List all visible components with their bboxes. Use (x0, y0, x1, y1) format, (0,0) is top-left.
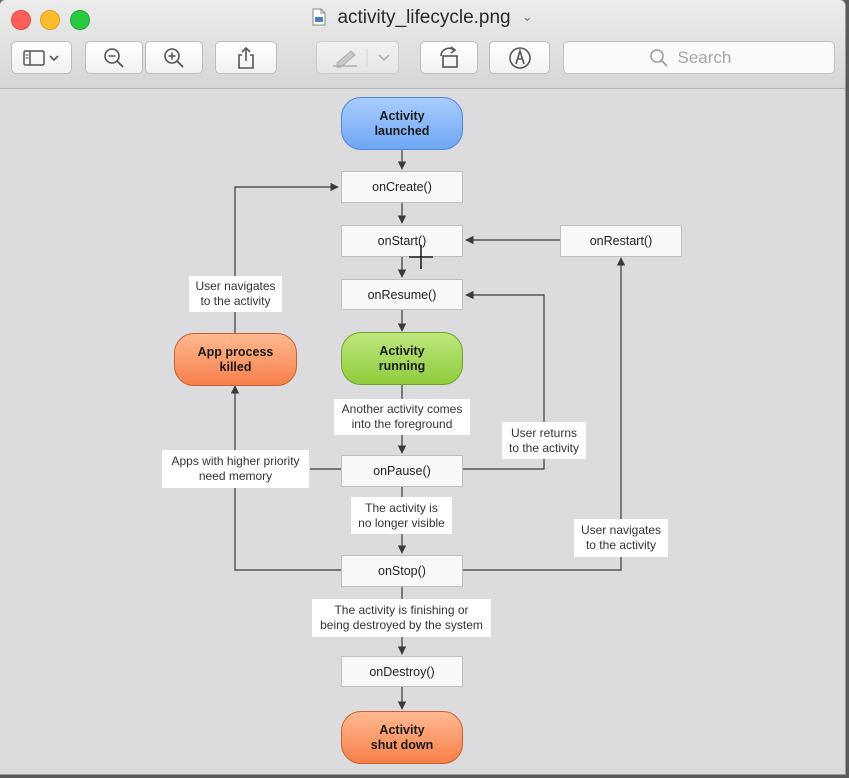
label-user-navigates-right: User navigates to the activity (574, 519, 668, 557)
zoom-out-icon (104, 47, 124, 68)
label-user-navigates-left-text: User navigates to the activity (195, 279, 276, 308)
activity-launched-node: Activity launched (341, 97, 463, 150)
label-finishing: The activity is finishing or being destr… (312, 599, 491, 637)
on-create-node: onCreate() (341, 171, 463, 203)
activity-running-node: Activity running (341, 332, 463, 385)
zoom-in-button[interactable] (145, 41, 203, 74)
close-window-button[interactable] (11, 10, 31, 30)
title-chevron-icon[interactable]: ⌄ (521, 9, 533, 24)
search-field[interactable] (563, 41, 835, 74)
markup-button[interactable] (316, 41, 399, 74)
label-apps-higher-priority-text: Apps with higher priority need memory (171, 454, 300, 483)
maximize-window-button[interactable] (70, 10, 90, 30)
app-process-killed-text: App process killed (197, 344, 274, 374)
label-user-returns: User returns to the activity (502, 422, 586, 459)
zoom-out-button[interactable] (85, 41, 143, 74)
on-start-text: onStart() (377, 234, 427, 248)
activity-shut-down-text: Activity shut down (370, 722, 434, 752)
png-file-icon (312, 8, 326, 26)
label-finishing-text: The activity is finishing or being destr… (320, 603, 483, 632)
on-restart-text: onRestart() (589, 234, 653, 248)
on-destroy-text: onDestroy() (369, 664, 435, 679)
minimize-window-button[interactable] (40, 10, 60, 30)
activity-launched-text: Activity launched (374, 108, 430, 138)
crosshair-cursor-icon (409, 245, 433, 269)
on-resume-text: onResume() (367, 287, 437, 302)
search-icon (649, 48, 668, 67)
rotate-button[interactable] (420, 41, 478, 74)
rotate-left-icon (440, 45, 458, 68)
on-destroy-node: onDestroy() (341, 656, 463, 687)
app-process-killed-node: App process killed (174, 333, 297, 386)
highlighter-icon (332, 48, 390, 67)
sidebar-toggle-button[interactable] (11, 41, 72, 74)
label-user-navigates-right-text: User navigates to the activity (580, 523, 662, 552)
on-create-text: onCreate() (372, 180, 432, 194)
title-bar: activity_lifecycle.png ⌄ (0, 0, 845, 89)
on-start-node: onStart() (341, 225, 463, 257)
annotate-button[interactable] (489, 41, 550, 74)
activity-running-text: Activity running (378, 343, 426, 373)
on-pause-text: onPause() (373, 464, 431, 478)
zoom-in-icon (164, 47, 184, 68)
image-canvas: Activity launched onCreate() onStart() o… (0, 89, 845, 774)
label-no-longer-visible-text: The activity is no longer visible (358, 500, 445, 530)
label-user-returns-text: User returns to the activity (508, 425, 580, 455)
share-button[interactable] (215, 41, 277, 74)
activity-shut-down-node: Activity shut down (341, 711, 463, 764)
label-another-activity-text: Another activity comes into the foregrou… (341, 402, 463, 431)
window-title[interactable]: activity_lifecycle.png (337, 7, 511, 28)
pen-circle-icon (508, 46, 531, 69)
on-resume-node: onResume() (341, 279, 463, 310)
search-input[interactable] (675, 46, 750, 69)
on-restart-node: onRestart() (560, 225, 682, 257)
sidebar-icon (22, 49, 59, 66)
window-title-bar-text: activity_lifecycle.png ⌄ (0, 7, 845, 29)
label-another-activity: Another activity comes into the foregrou… (334, 399, 470, 435)
on-stop-text: onStop() (378, 564, 426, 578)
label-user-navigates-left: User navigates to the activity (189, 276, 282, 312)
on-stop-node: onStop() (341, 555, 463, 587)
label-apps-higher-priority: Apps with higher priority need memory (162, 450, 309, 488)
share-icon (238, 46, 254, 69)
on-pause-node: onPause() (341, 455, 463, 487)
label-no-longer-visible: The activity is no longer visible (351, 497, 452, 534)
